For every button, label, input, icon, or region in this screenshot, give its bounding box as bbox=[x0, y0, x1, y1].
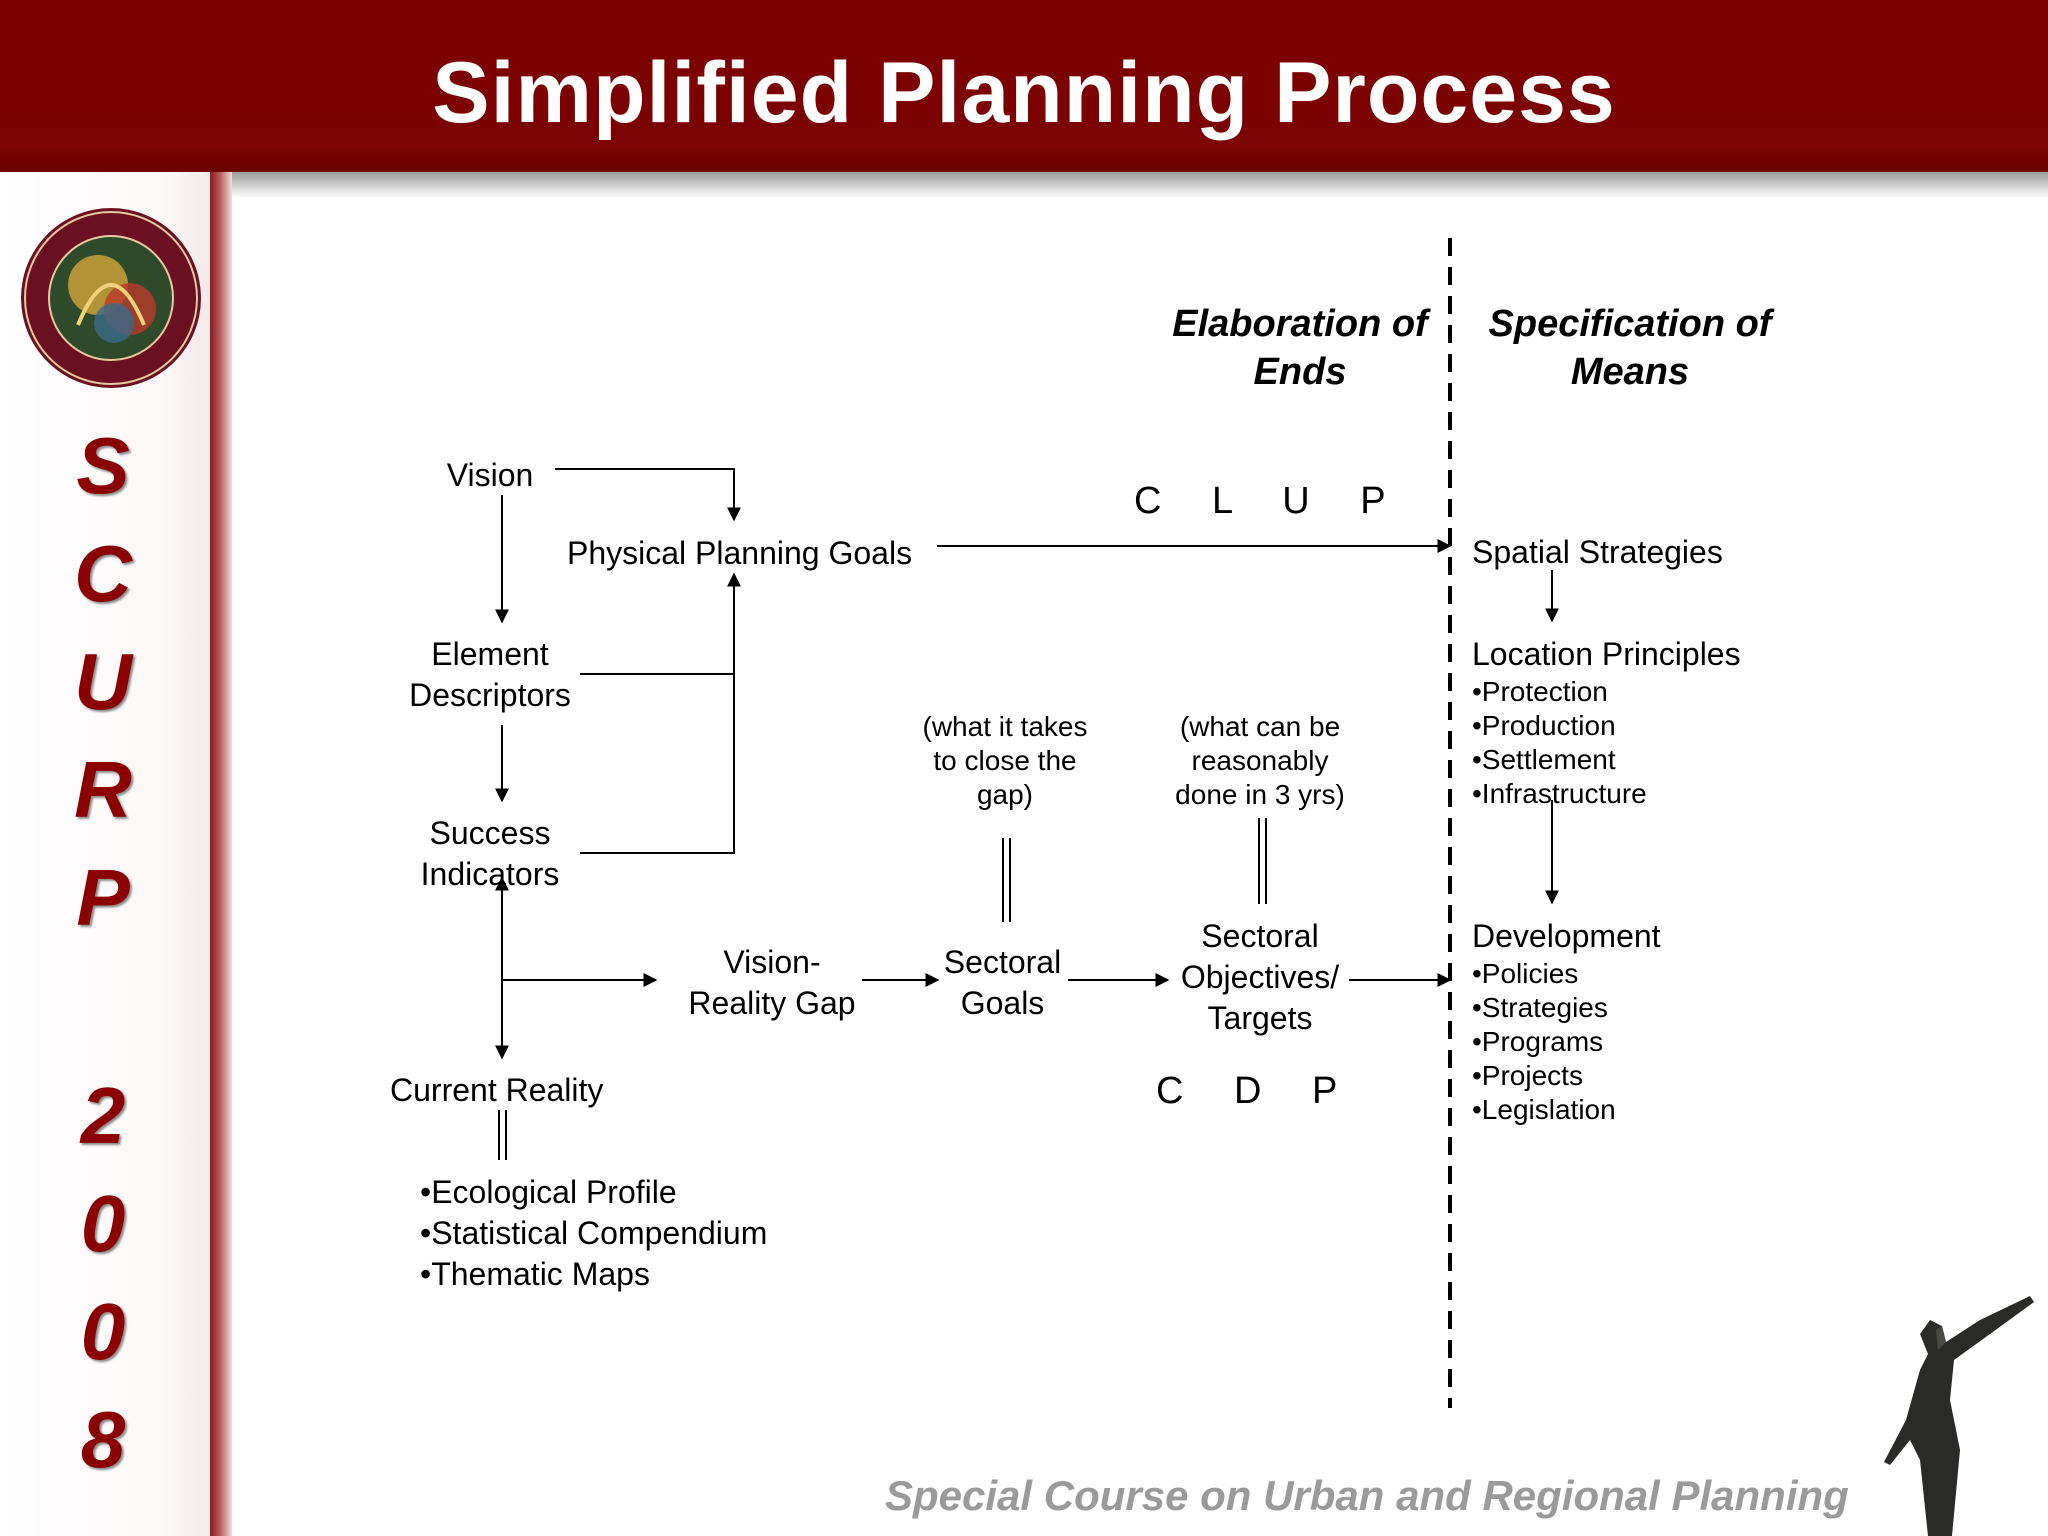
side-letter: U bbox=[74, 637, 132, 726]
side-letter: S bbox=[76, 421, 130, 510]
side-letter: 2 bbox=[80, 1071, 126, 1160]
header-ends-line1: Elaboration of bbox=[1172, 303, 1428, 345]
side-letter: 0 bbox=[80, 1179, 126, 1268]
node-sectoral-goals: Sectoral Goals bbox=[930, 942, 1075, 1024]
header-means-line2: Means bbox=[1570, 351, 1690, 393]
side-letter: P bbox=[76, 853, 130, 942]
success-line2: Indicators bbox=[420, 856, 560, 892]
note-line: done in 3 yrs) bbox=[1175, 779, 1345, 810]
node-vision: Vision bbox=[446, 457, 534, 493]
node-vision-reality-gap: Vision- Reality Gap bbox=[662, 942, 882, 1024]
node-physical-planning-goals: Physical Planning Goals bbox=[567, 535, 913, 571]
header-means-line1: Specification of bbox=[1488, 303, 1772, 345]
element-line1: Element bbox=[431, 636, 549, 672]
sectoral-goals-line1: Sectoral bbox=[943, 944, 1062, 980]
node-spatial-strategies: Spatial Strategies bbox=[1472, 534, 1723, 570]
university-seal-logo bbox=[21, 208, 201, 388]
title-bar-shadow bbox=[0, 172, 2048, 198]
current-reality-list: •Ecological Profile •Statistical Compend… bbox=[420, 1172, 767, 1295]
side-letter: 8 bbox=[80, 1395, 126, 1484]
header-ends-line2: Ends bbox=[1253, 351, 1347, 393]
list-item: •Protection bbox=[1472, 676, 1608, 707]
list-item: •Infrastructure bbox=[1472, 778, 1647, 809]
sidebar-accent-bar bbox=[210, 172, 232, 1536]
list-item: •Policies bbox=[1472, 958, 1579, 989]
title-bar bbox=[0, 0, 2048, 172]
list-item: •Statistical Compendium bbox=[420, 1215, 768, 1251]
footer-course-name: Special Course on Urban and Regional Pla… bbox=[885, 1472, 1849, 1519]
objectives-line: Targets bbox=[1207, 1000, 1313, 1036]
note-line: to close the bbox=[933, 745, 1077, 776]
node-current-reality: Current Reality bbox=[390, 1072, 604, 1108]
arrow-vision-to-goals bbox=[555, 468, 741, 522]
oblation-statue-icon bbox=[1884, 1296, 2034, 1536]
node-development: Development bbox=[1472, 918, 1661, 954]
side-letter: R bbox=[74, 745, 132, 834]
list-item: •Programs bbox=[1472, 1026, 1604, 1057]
note-three-years: (what can be reasonably done in 3 yrs) bbox=[1160, 710, 1360, 812]
list-item: •Settlement bbox=[1472, 744, 1616, 775]
objectives-line: Objectives/ bbox=[1180, 959, 1340, 995]
note-line: (what it takes bbox=[922, 711, 1088, 742]
sectoral-goals-line2: Goals bbox=[960, 985, 1045, 1021]
element-line2: Descriptors bbox=[409, 677, 571, 713]
note-line: reasonably bbox=[1191, 745, 1329, 776]
gap-line2: Reality Gap bbox=[688, 985, 856, 1021]
node-element-descriptors: Element Descriptors bbox=[395, 634, 585, 716]
list-item: •Thematic Maps bbox=[420, 1256, 650, 1292]
objectives-line: Sectoral bbox=[1201, 918, 1319, 954]
list-item: •Production bbox=[1472, 710, 1616, 741]
header-specification-of-means: Specification of Means bbox=[1470, 300, 1790, 396]
node-location-principles: Location Principles bbox=[1472, 636, 1741, 672]
cdp-label: C D P bbox=[1156, 1070, 1358, 1112]
side-letter: 0 bbox=[80, 1287, 126, 1376]
development-list: •Policies •Strategies •Programs •Project… bbox=[1472, 957, 1616, 1127]
note-close-gap: (what it takes to close the gap) bbox=[900, 710, 1110, 812]
node-success-indicators: Success Indicators bbox=[400, 813, 580, 895]
gap-line1: Vision- bbox=[723, 944, 821, 980]
node-sectoral-objectives-targets: Sectoral Objectives/ Targets bbox=[1165, 916, 1355, 1039]
list-item: •Legislation bbox=[1472, 1094, 1616, 1125]
location-principles-list: •Protection •Production •Settlement •Inf… bbox=[1472, 675, 1647, 811]
success-line1: Success bbox=[429, 815, 551, 851]
list-item: •Projects bbox=[1472, 1060, 1583, 1091]
list-item: •Ecological Profile bbox=[420, 1174, 677, 1210]
header-elaboration-of-ends: Elaboration of Ends bbox=[1160, 300, 1440, 396]
list-item: •Strategies bbox=[1472, 992, 1608, 1023]
note-line: (what can be bbox=[1179, 711, 1341, 742]
clup-label: C L U P bbox=[1134, 480, 1406, 522]
arrow-success-to-goals bbox=[580, 572, 741, 854]
side-letter: C bbox=[74, 529, 132, 618]
note-line: gap) bbox=[976, 779, 1034, 810]
left-sidebar bbox=[0, 172, 215, 1536]
slide-title: Simplified Planning Process bbox=[432, 45, 1616, 141]
